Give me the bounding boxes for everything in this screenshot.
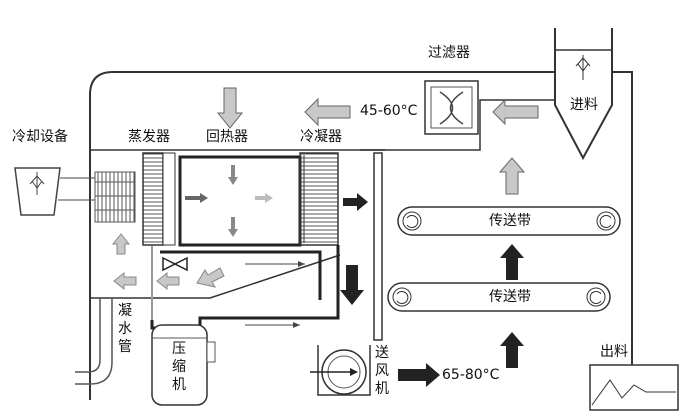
blower: [310, 345, 371, 396]
arrow-left-3: [196, 267, 225, 288]
chamber-right-wall: [612, 71, 633, 355]
partition-wall: [360, 149, 385, 341]
arrow-blower-out: [398, 363, 440, 387]
arrow-up-mid: [500, 244, 524, 280]
label-temp-supply: 65-80°C: [442, 367, 500, 383]
arrow-up-left: [111, 233, 131, 255]
label-temp-regen: 45-60°C: [360, 103, 418, 119]
arrow-feed-to-filter: [492, 98, 539, 126]
discharge-outlet: [589, 355, 679, 411]
cooling-equipment: [14, 167, 136, 223]
chamber-inner-wall: [90, 99, 555, 151]
label-discharge: 出料: [600, 344, 628, 360]
label-belt-upper: 传送带: [489, 213, 531, 229]
conveyor-belt-lower: [387, 282, 611, 312]
arrow-left-1: [113, 271, 137, 291]
condensate-pipe: [75, 298, 113, 385]
air-deflector: [90, 254, 341, 299]
chamber-outer-wall: [89, 71, 555, 400]
compressor: [151, 324, 216, 406]
label-feed: 进料: [570, 97, 598, 113]
label-filter: 过滤器: [428, 45, 470, 61]
label-regenerator: 回热器: [206, 129, 248, 145]
arrow-up-top: [498, 157, 526, 195]
arrow-down-regenerator: [216, 87, 244, 129]
label-evaporator: 蒸发器: [128, 129, 170, 145]
arrow-down-blower: [340, 265, 364, 305]
conveyor-belt-upper: [397, 206, 621, 236]
arrow-left-2: [156, 271, 180, 291]
feed-hopper: [554, 28, 613, 161]
label-cooling-equipment: 冷却设备: [12, 129, 68, 145]
arrow-filter-to-condenser: [304, 97, 351, 127]
regenerator-box: [178, 155, 302, 247]
label-condensate-pipe: 凝水管: [118, 303, 132, 355]
label-compressor: 压缩机: [172, 341, 186, 393]
expansion-valve: [162, 256, 188, 272]
label-belt-lower: 传送带: [489, 289, 531, 305]
arrow-up-lower: [500, 332, 524, 368]
label-condenser: 冷凝器: [300, 129, 342, 145]
label-blower: 送风机: [375, 345, 389, 397]
flow-arrows: [111, 87, 539, 387]
condenser-coil: [299, 152, 339, 246]
arrow-condenser-out: [343, 193, 368, 211]
filter-box: [424, 80, 479, 135]
evaporator-coil: [142, 152, 176, 246]
